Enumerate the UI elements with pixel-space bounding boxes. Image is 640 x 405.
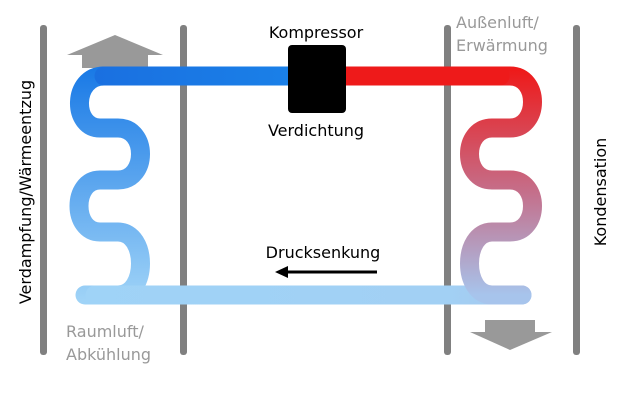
compressor-label: Kompressor: [269, 23, 364, 42]
wall-bar-left: [180, 25, 187, 355]
outside-air-label-line1: Außenluft/: [456, 13, 539, 32]
arrow-left-icon: [275, 266, 377, 278]
outside-air-label-line2: Erwärmung: [456, 36, 548, 55]
arrow-up-icon: [67, 35, 163, 68]
evaporation-label: Verdampfung/Wärmeentzug: [16, 80, 35, 304]
room-air-label-line2: Abkühlung: [66, 345, 151, 364]
arrow-down-icon: [470, 320, 552, 350]
wall-bar-far-left: [40, 25, 47, 355]
condensation-label: Kondensation: [591, 138, 610, 247]
pressure-drop-label: Drucksenkung: [266, 243, 381, 262]
room-air-label-line1: Raumluft/: [66, 322, 145, 341]
compression-label: Verdichtung: [268, 121, 364, 140]
wall-bar-right: [444, 25, 451, 355]
compressor-block: [288, 45, 346, 113]
wall-bar-far-right: [573, 25, 580, 355]
condenser-coil: [335, 66, 542, 305]
